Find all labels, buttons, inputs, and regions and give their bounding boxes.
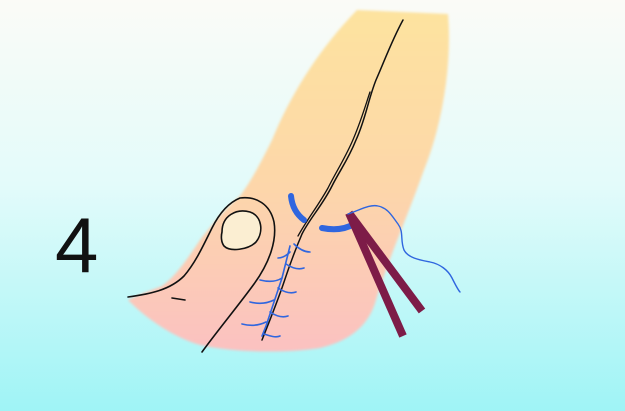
thumbnail — [221, 211, 260, 250]
step-number: 4 — [55, 200, 98, 290]
